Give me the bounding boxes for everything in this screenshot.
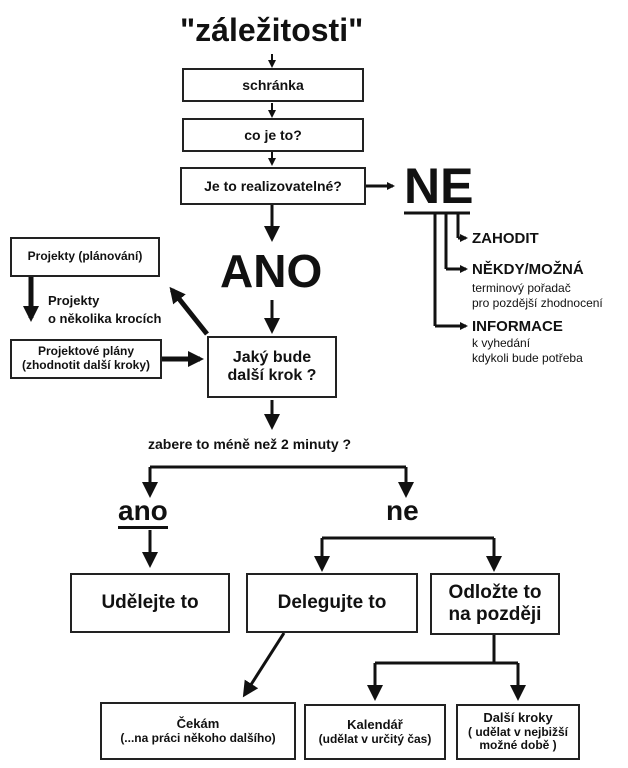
inbox-box: schránka (182, 68, 364, 102)
what-is-it-label: co je to? (244, 126, 302, 143)
yes-small-label: ano (118, 496, 168, 529)
someday-desc-1: terminový pořadač (472, 281, 571, 295)
no-label: NE (404, 158, 474, 214)
project-plans-label-1: Projektové plány (37, 344, 135, 359)
next-action-label-1: Jaký bude (232, 348, 312, 366)
calendar-label-1: Kalendář (347, 716, 403, 732)
do-it-label: Udělejte to (101, 592, 199, 614)
waiting-label-2: (...na práci někoho dalšího) (120, 730, 276, 745)
defer-box: Odložte to na později (430, 573, 560, 635)
next-steps-box: Další kroky ( udělat v nejbižší možné do… (456, 704, 580, 760)
defer-label-2: na později (448, 604, 542, 625)
delegate-box: Delegujte to (246, 573, 418, 633)
diagram-title: "záležitosti" (180, 12, 364, 48)
projects-box: Projekty (plánování) (10, 237, 160, 277)
someday-desc-2: pro pozdější zhodnocení (472, 296, 603, 310)
project-plans-box: Projektové plány (zhodnotit další kroky) (10, 339, 162, 379)
no-small-label: ne (386, 495, 419, 526)
info-desc-1: k vyhedání (472, 336, 531, 350)
waiting-label-1: Čekám (176, 715, 220, 731)
next-action-box: Jaký bude další krok ? (207, 336, 337, 398)
actionable-label: Je to realizovatelné? (204, 177, 342, 194)
next-steps-label-2: ( udělat v nejbižší (467, 724, 569, 739)
next-action-label-2: další krok ? (227, 367, 317, 384)
projects-label: Projekty (plánování) (27, 249, 143, 264)
next-steps-label-1: Další kroky (483, 709, 553, 725)
calendar-box: Kalendář (udělat v určitý čas) (304, 704, 446, 760)
do-it-box: Udělejte to (70, 573, 230, 633)
projects-multi-line-1: Projekty (48, 293, 100, 308)
projects-multi-line-2: o několika krocích (48, 311, 162, 326)
calendar-label-2: (udělat v určitý čas) (318, 731, 432, 746)
project-plans-label-2: (zhodnotit další kroky) (21, 358, 150, 372)
info-desc-2: kdykoli bude potřeba (472, 351, 583, 365)
what-is-it-box: co je to? (182, 118, 364, 152)
trash-label: ZAHODIT (472, 230, 539, 247)
next-steps-label-3: možné době ) (479, 738, 557, 753)
delegate-label: Delegujte to (277, 592, 387, 614)
inbox-label: schránka (242, 76, 304, 93)
actionable-box: Je to realizovatelné? (180, 167, 366, 205)
two-minutes-question: zabere to méně než 2 minuty ? (148, 436, 352, 452)
someday-title: NĚKDY/MOŽNÁ (472, 261, 584, 278)
waiting-box: Čekám (...na práci někoho dalšího) (100, 702, 296, 760)
defer-label-1: Odložte to (448, 582, 542, 604)
yes-label: ANO (220, 245, 323, 297)
info-title: INFORMACE (472, 318, 563, 335)
